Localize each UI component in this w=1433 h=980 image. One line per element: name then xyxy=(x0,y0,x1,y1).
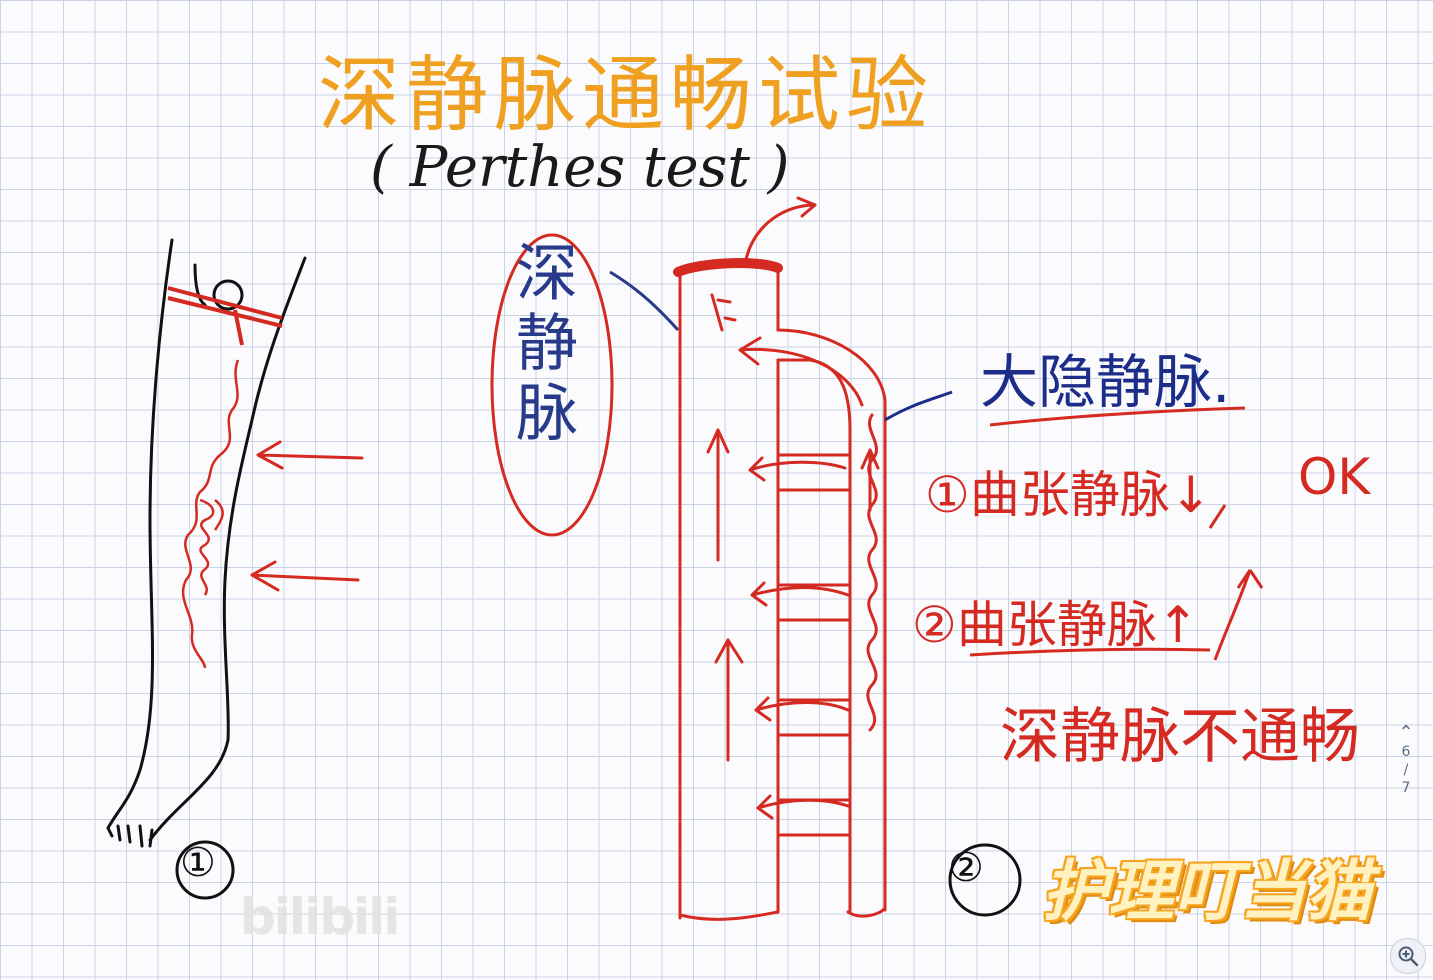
step2-underline xyxy=(969,647,1211,657)
vein-diagram xyxy=(673,196,887,921)
zoom-in-icon xyxy=(1398,946,1419,967)
deep-vein-label: 深静脉 xyxy=(505,240,578,450)
deep-vein-pointer xyxy=(609,270,680,332)
deep-vein-oval xyxy=(490,233,614,537)
conclusion-label: 深静脉不通畅 xyxy=(1000,702,1360,772)
bilibili-watermark: bilibili xyxy=(240,888,400,946)
page-title: 深静脉通畅试验 xyxy=(318,48,935,143)
great-saphenous-vein-label: 大隐静脉. xyxy=(980,348,1231,416)
ok-label: OK xyxy=(1298,448,1371,506)
page-separator: / xyxy=(1403,762,1409,778)
page-indicator: ⌃ 6 / 7 xyxy=(1392,722,1420,797)
varicose-vein-squiggles xyxy=(181,359,240,669)
step1-label: ①曲张静脉↓ xyxy=(925,466,1212,524)
page-subtitle: ( Perthes test ) xyxy=(370,135,790,200)
step2-up-arrow xyxy=(1213,569,1264,661)
figure1-number: ① xyxy=(180,840,216,886)
figure2-circle xyxy=(948,843,1022,917)
chevron-up-icon[interactable]: ⌃ xyxy=(1398,722,1414,743)
figure2-number: ② xyxy=(948,845,984,891)
gsv-pointer xyxy=(884,390,953,422)
zoom-in-button[interactable] xyxy=(1390,938,1426,974)
leg-sketch xyxy=(106,238,307,848)
step2-label: ②曲张静脉↑ xyxy=(912,596,1199,654)
brand-logo: 护理叮当猫 xyxy=(1042,853,1372,930)
compression-arrows xyxy=(250,440,364,592)
tourniquet-band xyxy=(167,286,283,346)
page-current: 6 xyxy=(1401,744,1411,760)
page-total: 7 xyxy=(1401,780,1411,796)
gsv-underline xyxy=(989,406,1246,427)
figure1-circle xyxy=(175,840,235,900)
